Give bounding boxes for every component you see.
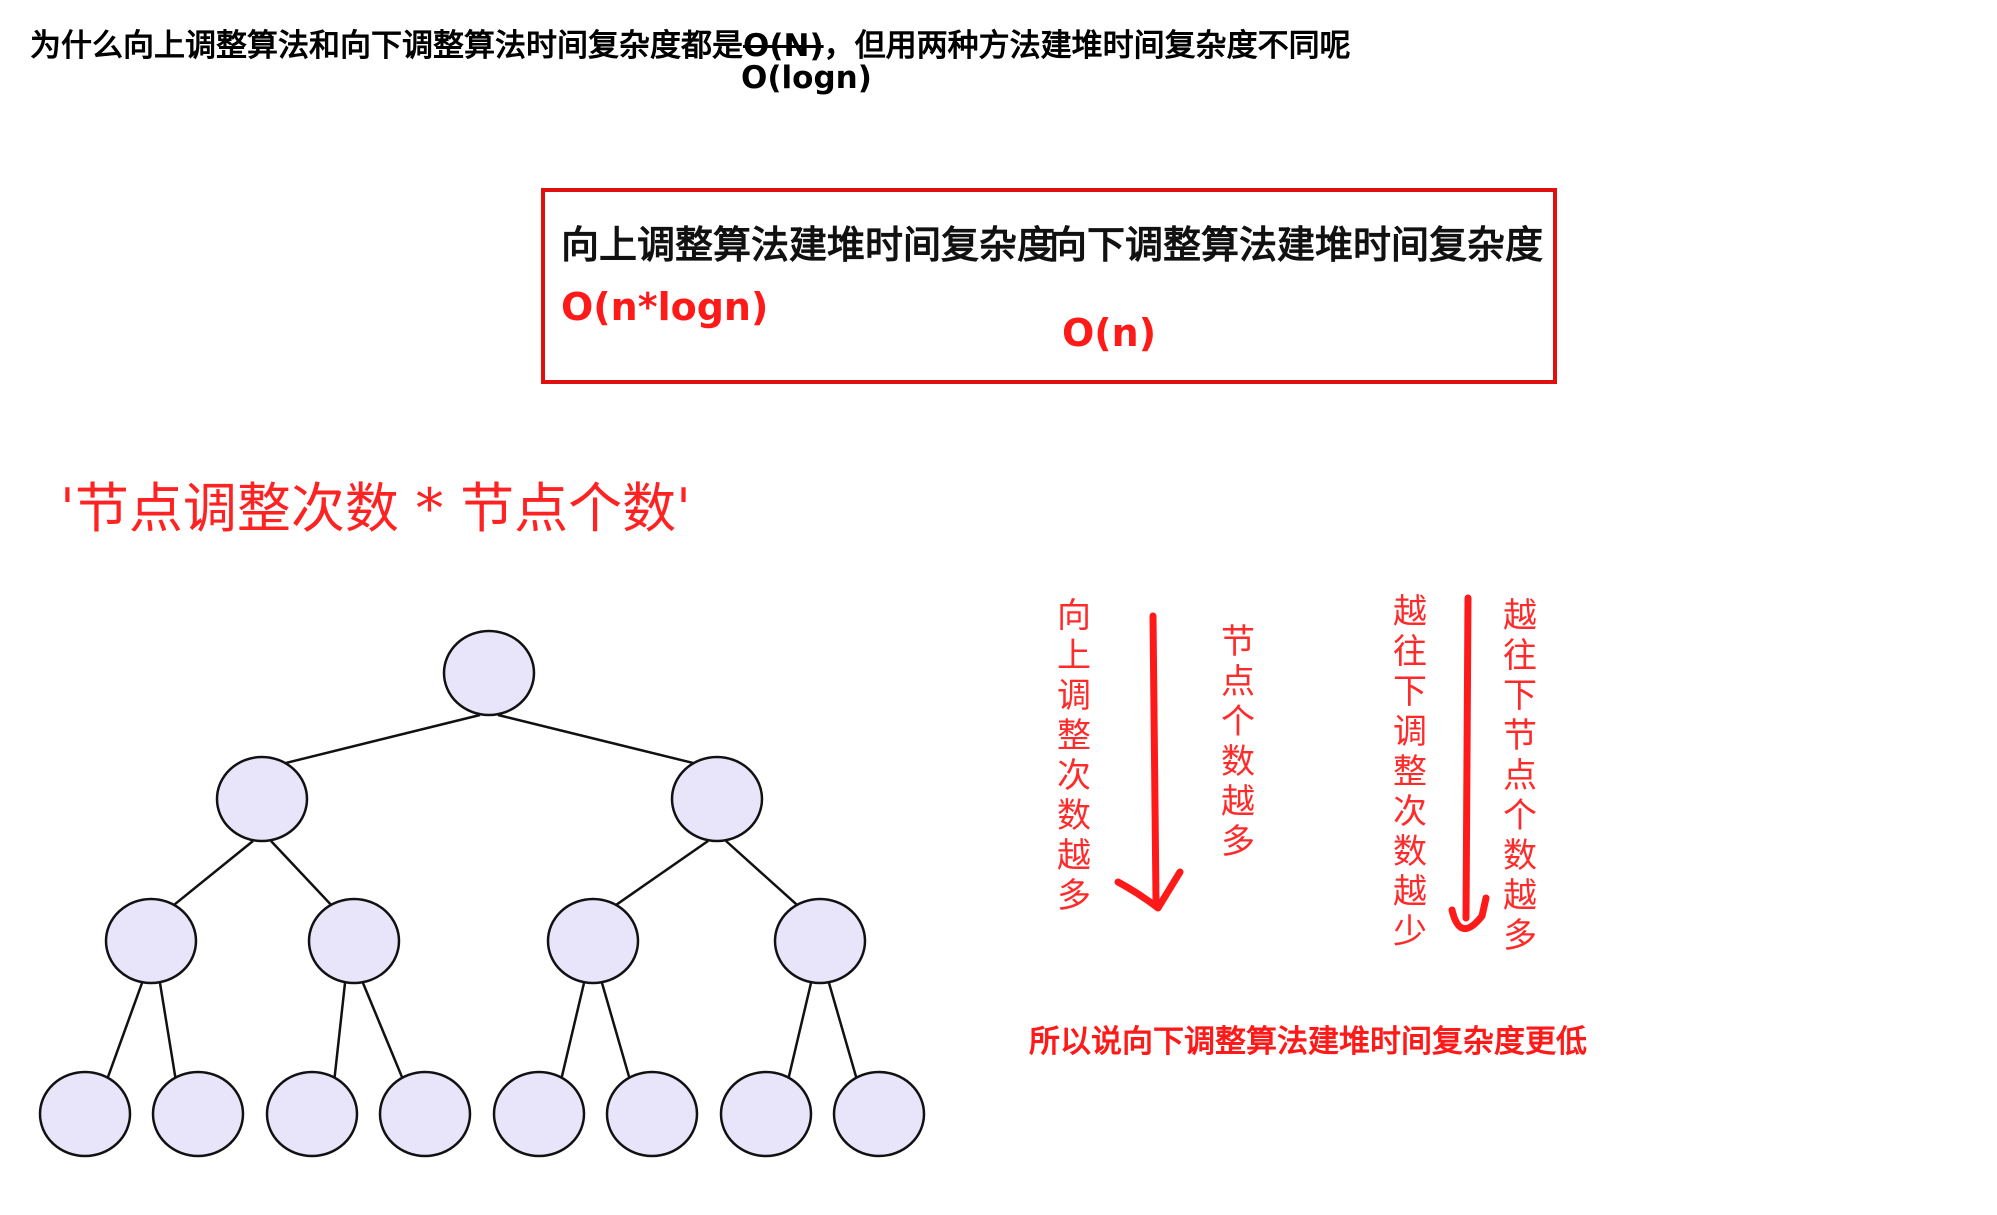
tree-node <box>442 629 536 717</box>
tree-node <box>378 1070 472 1158</box>
tree-node <box>151 1070 245 1158</box>
tree-edge <box>158 982 177 1079</box>
tree-edge <box>361 982 404 1079</box>
label-node-count-more-1: 节点个数越多 <box>1221 622 1255 862</box>
tree-edge <box>284 713 481 765</box>
comparison-box <box>541 188 1557 384</box>
tree-edge <box>725 840 799 907</box>
tree-edge <box>497 713 695 765</box>
tree-node <box>307 897 401 985</box>
tree-edge <box>106 982 144 1079</box>
tree-node <box>773 897 867 985</box>
tree-node <box>215 755 309 843</box>
tree-node <box>605 1070 699 1158</box>
tree-node <box>492 1070 586 1158</box>
down-build-heading: 向下调整算法建堆时间复杂度 <box>1049 223 1544 267</box>
tree-edge <box>827 982 858 1079</box>
tree-edge <box>333 982 347 1079</box>
correction-complexity: O(logn) <box>741 60 872 96</box>
tree-edge <box>270 840 333 907</box>
up-build-complexity: O(n*logn) <box>561 285 769 329</box>
question-text-before: 为什么向上调整算法和向下调整算法时间复杂度都是 <box>30 28 743 64</box>
tree-edge <box>560 982 586 1079</box>
struck-complexity: O(N) <box>743 28 824 64</box>
up-build-heading: 向上调整算法建堆时间复杂度 <box>561 223 1056 267</box>
tree-node <box>104 897 198 985</box>
label-up-adjust-more: 向上调整次数越多 <box>1057 596 1091 916</box>
tree-edge <box>172 840 254 907</box>
down-arrow-right <box>1448 594 1490 932</box>
label-down-adjust-less: 越往下调整次数越少 <box>1393 592 1427 952</box>
tree-node <box>38 1070 132 1158</box>
conclusion-text: 所以说向下调整算法建堆时间复杂度更低 <box>1029 1024 1587 1060</box>
tree-node <box>670 755 764 843</box>
question-text-after: ，但用两种方法建堆时间复杂度不同呢 <box>823 28 1351 64</box>
tree-edge <box>614 839 709 907</box>
label-node-count-more-2: 越往下节点个数越多 <box>1503 596 1537 956</box>
tree-edge <box>600 982 631 1079</box>
binary-tree <box>38 629 926 1158</box>
tree-node <box>832 1070 926 1158</box>
tree-node <box>265 1070 359 1158</box>
down-arrow-left <box>1114 612 1184 912</box>
question-title: 为什么向上调整算法和向下调整算法时间复杂度都是O(N)，但用两种方法建堆时间复杂… <box>30 20 1351 65</box>
cost-formula: '节点调整次数 * 节点个数' <box>60 477 692 540</box>
tree-node <box>719 1070 813 1158</box>
tree-edge <box>787 982 813 1079</box>
down-build-complexity: O(n) <box>1062 311 1157 355</box>
tree-node <box>546 897 640 985</box>
